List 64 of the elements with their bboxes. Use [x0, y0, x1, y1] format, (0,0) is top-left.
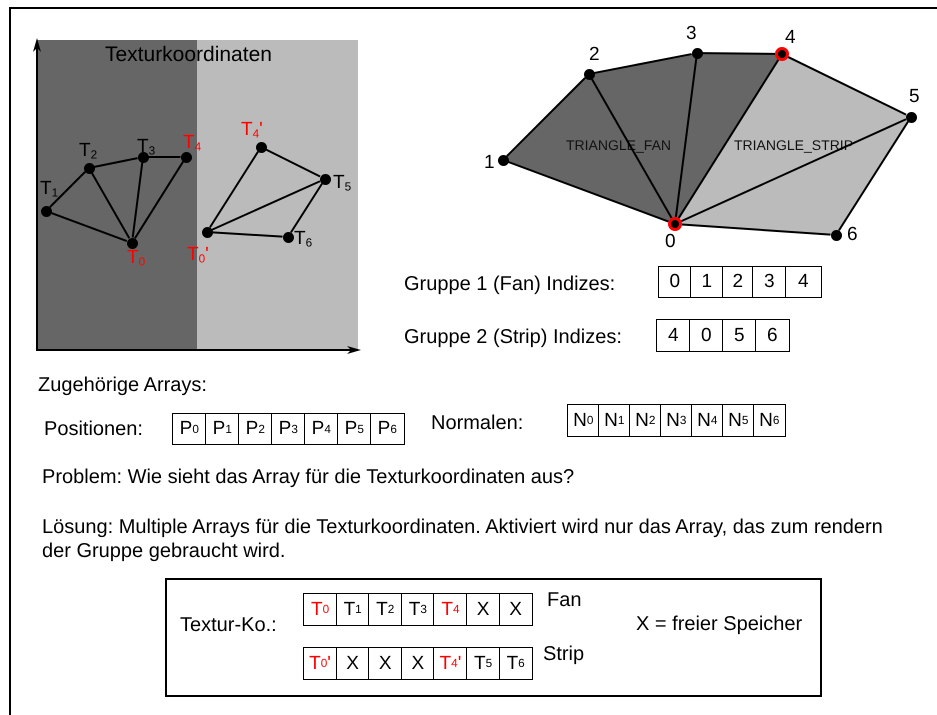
mesh-edge	[590, 78, 672, 218]
mesh-edge	[212, 180, 320, 231]
row-label: Fan	[547, 588, 582, 612]
caption: Normalen:	[431, 411, 524, 435]
vertex-label: T$_{0}$	[127, 247, 146, 270]
array-cell: X	[466, 593, 500, 626]
vertex-label: T$_{1}$	[40, 178, 58, 202]
vertex-label: T$_{6}$	[294, 228, 312, 252]
mesh-edge	[682, 223, 831, 236]
vertex-label: 2	[589, 44, 600, 66]
mesh-edge	[838, 121, 909, 231]
array-cell: 4	[656, 319, 690, 352]
mesh-edge	[508, 160, 669, 222]
mesh-edge	[90, 172, 130, 239]
mesh-edge	[50, 212, 128, 242]
mesh-edge	[678, 59, 780, 219]
mesh-edge	[49, 171, 86, 208]
array-cell: 0	[658, 266, 692, 298]
array-cell: X	[368, 647, 402, 680]
answer-text: Lösung: Multiple Arrays für die Texturkoordinaten. Aktiviert wird nur das Array, das zum rendern der Gruppe gebraucht wird.	[42, 515, 884, 563]
mesh-edge	[148, 156, 180, 158]
mesh-edge	[134, 161, 184, 239]
vertex-label: 5	[909, 86, 920, 108]
mesh-edge	[702, 52, 776, 55]
array-cell: 1	[690, 266, 724, 298]
array-cell: X	[400, 647, 435, 680]
array-cell: 4	[785, 266, 822, 298]
vertex-label: 0	[665, 231, 676, 253]
texture-panel	[37, 40, 358, 350]
mesh-edge	[265, 148, 321, 178]
vertex-label: T$_{2}$	[79, 140, 98, 164]
section-heading: Zugehörige Arrays:	[38, 373, 207, 397]
vertex-label: 6	[847, 224, 858, 246]
mesh-edge	[212, 231, 283, 238]
vertex-label: T$_{4}$'	[241, 119, 263, 142]
array-cell: 5	[722, 319, 756, 352]
mesh-edge	[290, 183, 323, 233]
array-cell: X	[498, 593, 533, 626]
legend-note: X = freier Speicher	[636, 612, 802, 636]
array-cell: 2	[722, 266, 754, 298]
vertex-label: 4	[785, 27, 796, 49]
row-label: Textur-Ko.:	[180, 613, 277, 637]
caption: Positionen:	[44, 417, 143, 441]
mesh-edge	[209, 151, 259, 228]
mesh-edge	[594, 53, 692, 74]
array-cell: 3	[752, 266, 786, 298]
mesh-edge	[674, 58, 698, 218]
caption: Gruppe 2 (Strip) Indizes:	[404, 325, 622, 349]
mesh-edge	[788, 56, 906, 116]
array-cell: X	[336, 647, 370, 680]
mesh-edge	[506, 77, 586, 157]
mesh-edge	[132, 162, 144, 238]
vertex-label: 3	[686, 23, 697, 45]
vertex-label: T$_{5}$	[333, 172, 352, 196]
array-cell: 0	[689, 319, 724, 352]
mesh-edge	[680, 118, 906, 222]
array-cell: 6	[755, 319, 790, 352]
vertex-label: T$_{4}$	[183, 132, 202, 156]
vertex-label: T$_{3}$	[137, 136, 156, 160]
caption: Gruppe 1 (Fan) Indizes:	[404, 272, 616, 296]
question-text: Problem: Wie sieht das Array für die Texturkoordinaten aus?	[42, 465, 574, 489]
mesh-edge	[94, 157, 138, 168]
row-label: Strip	[543, 642, 584, 666]
vertex-label: 1	[484, 152, 495, 174]
